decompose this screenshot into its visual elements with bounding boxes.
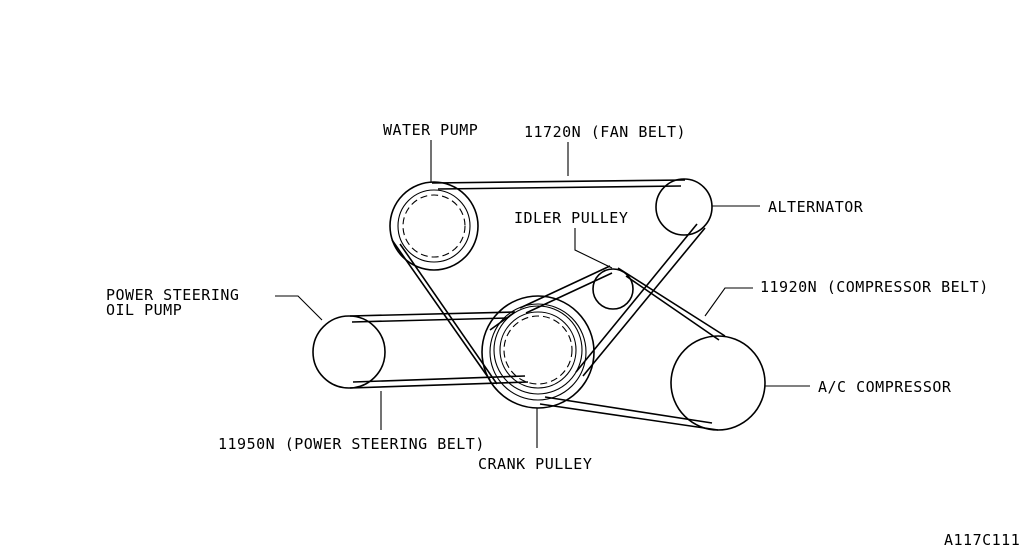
ac-compressor-pulley bbox=[670, 335, 766, 431]
alternator-pulley bbox=[655, 178, 713, 236]
figure-code: A117C111 bbox=[944, 531, 1020, 549]
water-pump-label: WATER PUMP bbox=[383, 121, 478, 139]
idler-pulley bbox=[592, 268, 634, 310]
power-steering-belt bbox=[349, 311, 529, 389]
water-pump-pulley bbox=[389, 181, 479, 271]
compressor-belt-label: 11920N (COMPRESSOR BELT) bbox=[760, 278, 989, 296]
power-steering-belt-label: 11950N (POWER STEERING BELT) bbox=[218, 435, 485, 453]
belt-overlay bbox=[489, 311, 516, 331]
compressor-belt bbox=[519, 265, 726, 431]
fan-belt bbox=[391, 179, 706, 385]
idler-pulley-label: IDLER PULLEY bbox=[514, 209, 628, 227]
crank-pulley-label: CRANK PULLEY bbox=[478, 455, 592, 473]
crank-pulley bbox=[481, 295, 595, 409]
ac-compressor-label: A/C COMPRESSOR bbox=[818, 378, 952, 396]
leader-lines bbox=[275, 140, 810, 448]
power-steering-pump-pulley bbox=[312, 315, 386, 389]
alternator-label: ALTERNATOR bbox=[768, 198, 864, 216]
power-steering-pump-label-line1: POWER STEERING bbox=[106, 286, 239, 304]
fan-belt-label: 11720N (FAN BELT) bbox=[524, 123, 686, 141]
power-steering-pump-label-line2: OIL PUMP bbox=[106, 301, 182, 319]
